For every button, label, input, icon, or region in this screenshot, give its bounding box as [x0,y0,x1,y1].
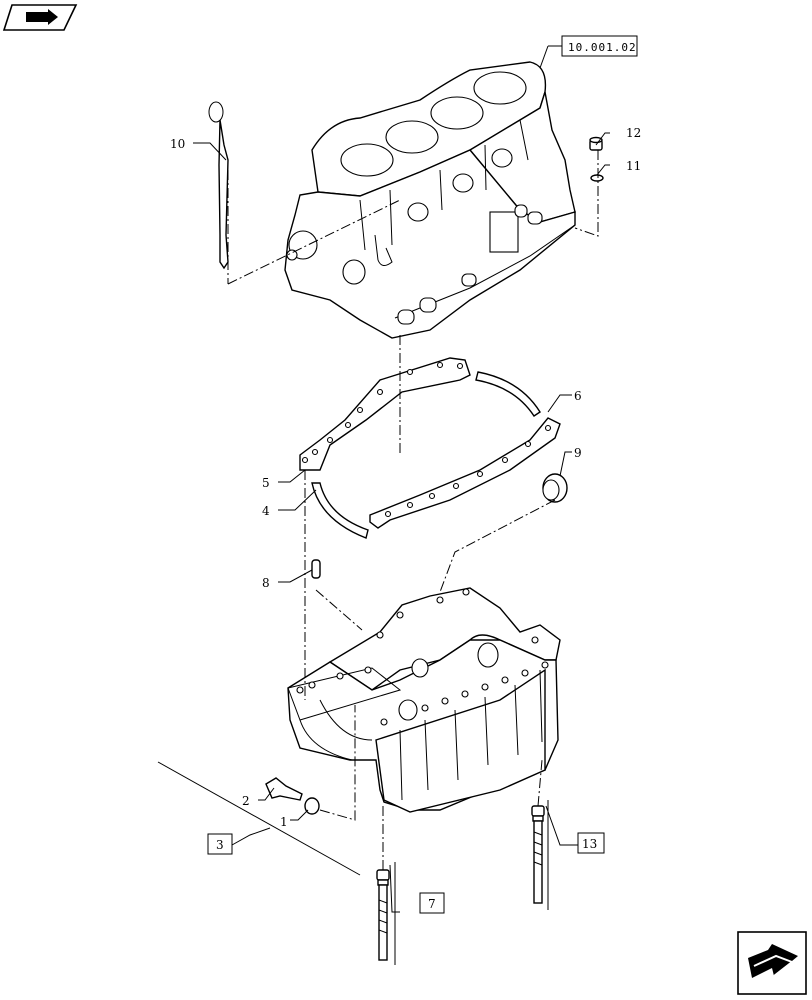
callout-7: 7 [428,897,436,911]
rear-seal [475,371,541,417]
callout-11: 11 [626,159,641,173]
callout-box-3 [207,833,233,855]
callout-3: 3 [216,838,224,852]
bolt-short [376,869,390,961]
callout-1: 1 [280,815,288,829]
callout-8: 8 [262,576,270,590]
drain-plug [265,777,303,801]
next-page-arrow-icon[interactable] [737,931,807,995]
callout-box-7 [419,892,445,914]
oil-pan-gasket [299,357,561,529]
callout-4: 4 [262,504,270,518]
dowel-pin [311,559,321,579]
reference-label: 10.001.02 [568,41,637,54]
washer [590,174,604,182]
callout-6: 6 [574,389,582,403]
callout-9: 9 [574,446,582,460]
callout-box-13 [577,832,605,854]
oil-pan [287,587,561,813]
dipstick [208,101,229,270]
bolt-long [531,805,545,904]
callout-5: 5 [262,476,270,490]
callout-10: 10 [170,137,185,151]
callout-13: 13 [582,837,597,851]
callout-2: 2 [242,794,250,808]
reference-box[interactable]: 10.001.02 [539,35,638,69]
engine-block [284,61,576,339]
seal-ring [542,473,568,503]
front-seal [311,482,369,539]
back-arrow-icon[interactable] [2,4,78,31]
drain-washer [304,797,320,815]
callout-12: 12 [626,126,641,140]
